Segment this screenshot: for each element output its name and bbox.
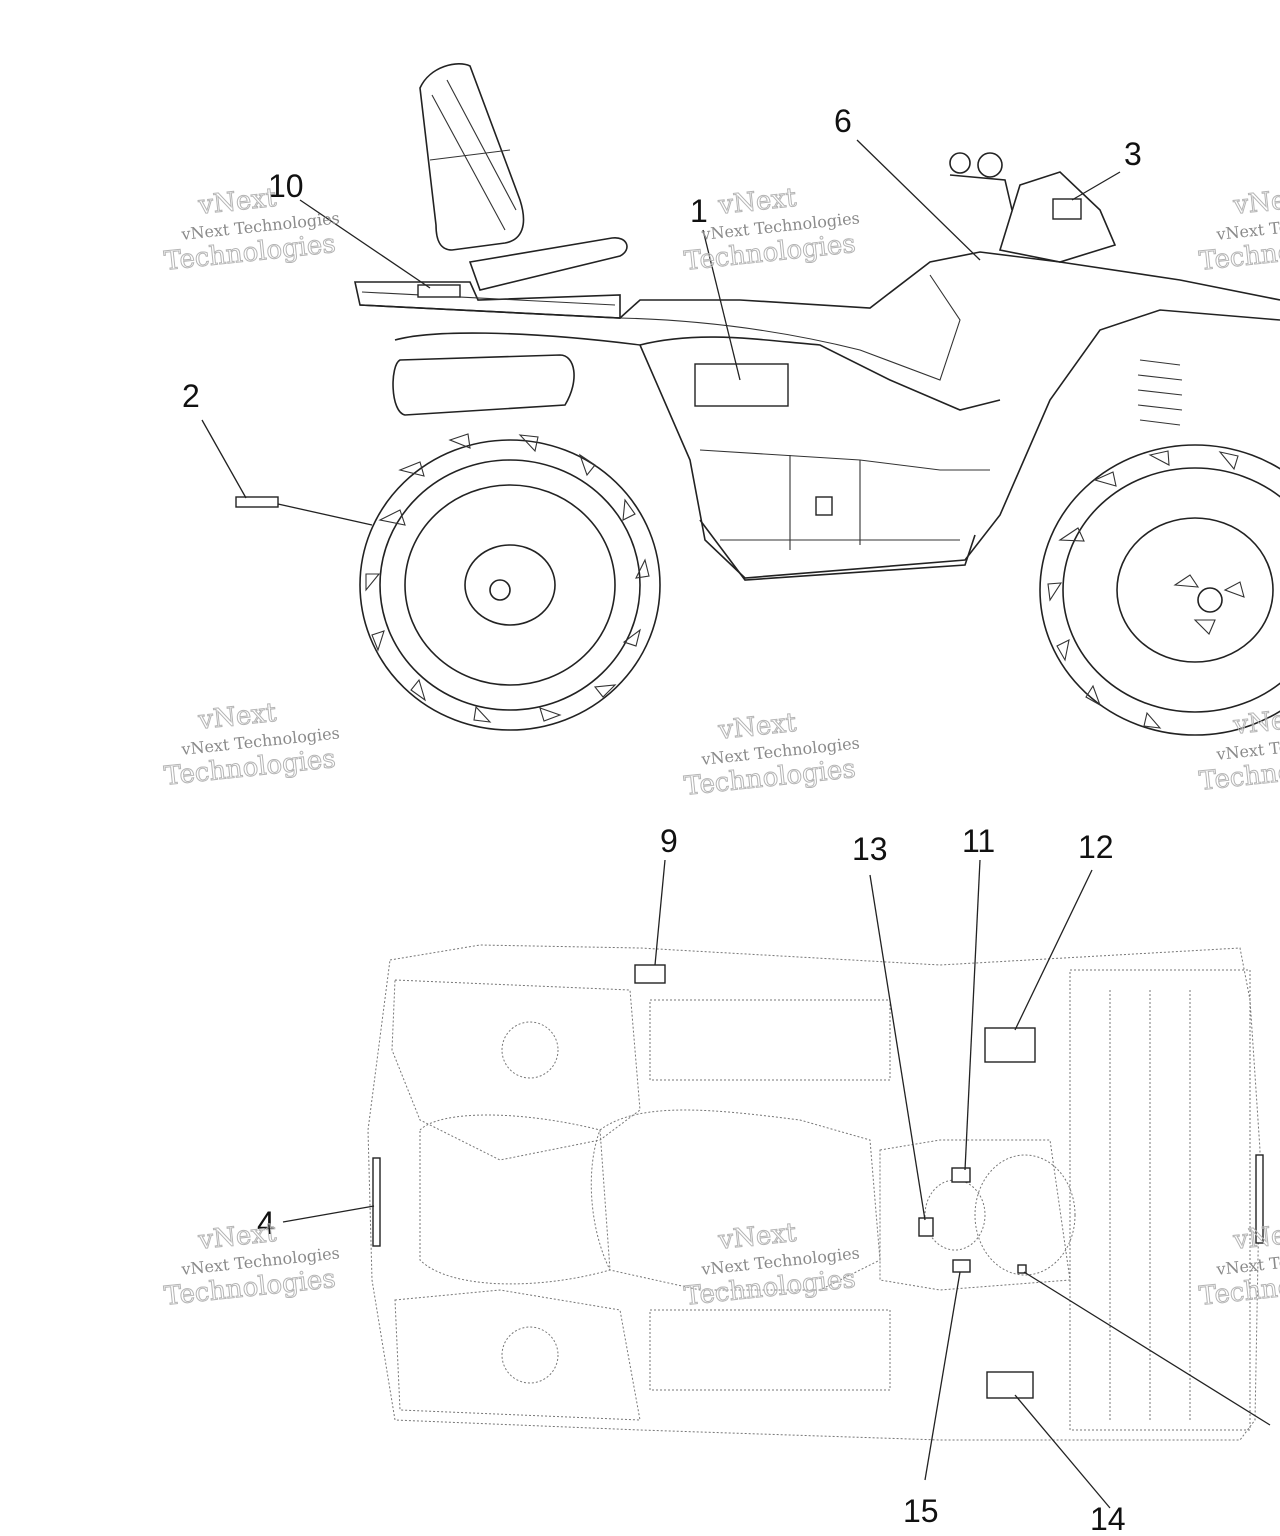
watermark: vNext vNext Technologies Technologies [682, 182, 860, 277]
decal-10-marker [417, 284, 461, 298]
watermark: vNext vNext Technologies Technologies [682, 1217, 860, 1312]
decal-2-marker [235, 496, 279, 508]
top-view-leaders [282, 859, 1271, 1509]
side-view-leaders [201, 139, 1121, 526]
svg-text:vNext: vNext [1231, 703, 1280, 741]
decal-12-marker [984, 1027, 1036, 1063]
callout-13: 13 [852, 831, 888, 867]
decal-15-marker [952, 1259, 971, 1273]
decal-1-marker [694, 363, 789, 407]
rear-grab-handle [468, 237, 628, 291]
body-panel [359, 251, 1280, 579]
small-panel-decal [815, 496, 833, 516]
watermark-group: vNext vNext Technologies Technologies vN… [162, 182, 1280, 1312]
seat-backrest [419, 63, 525, 251]
leader-10 [299, 199, 431, 289]
callout-4: 4 [257, 1205, 275, 1241]
callout-11: 11 [962, 823, 995, 859]
watermark: vNext vNext Technologies Technologies [162, 1217, 340, 1312]
leader-9 [654, 859, 666, 966]
footrest [699, 519, 976, 581]
top-outline [367, 944, 1261, 1441]
watermark: vNext vNext Technologies Technologies [682, 707, 860, 802]
callout-10: 10 [268, 168, 304, 204]
top-view [367, 944, 1264, 1441]
decal-14-marker [986, 1371, 1034, 1399]
decal-4-marker [372, 1157, 381, 1247]
callout-labels: 1 2 3 4 6 9 10 11 12 13 14 15 [182, 103, 1142, 1536]
callout-6: 6 [834, 103, 852, 139]
callout-1: 1 [690, 193, 708, 229]
leader-2a [201, 419, 247, 499]
watermark: vNext vNext Technologies Technologies [162, 697, 340, 792]
callout-2: 2 [182, 378, 200, 414]
callout-15: 15 [903, 1493, 939, 1529]
callout-3: 3 [1124, 136, 1142, 172]
leader-14 [1014, 1394, 1111, 1509]
watermark: vNext vNext Technologies Technologies [162, 182, 340, 277]
decal-3-marker [1052, 198, 1082, 220]
leader-2b [277, 503, 373, 526]
callout-12: 12 [1078, 829, 1114, 865]
decal-11-marker [951, 1167, 971, 1183]
front-spring [1137, 359, 1183, 426]
leader-15 [924, 1271, 961, 1481]
svg-text:vNext: vNext [1231, 1218, 1280, 1256]
callout-14: 14 [1090, 1501, 1126, 1536]
leader-12 [1014, 869, 1093, 1031]
muffler [392, 354, 575, 416]
front-fairing [949, 152, 1117, 263]
side-view [235, 63, 1280, 736]
front-wheel [1039, 444, 1280, 736]
rear-wheel [359, 433, 661, 731]
decal-13-marker [918, 1217, 934, 1237]
leader-3 [1071, 171, 1121, 201]
watermark: vNext vNext Technologies Technologies [1197, 1217, 1280, 1312]
leader-1 [702, 229, 741, 381]
front-side-decal-marker [1255, 1154, 1264, 1244]
decal-9-marker [634, 964, 666, 984]
leader-front-decal [1023, 1271, 1271, 1426]
leader-6 [856, 139, 981, 261]
small-top-decal [1017, 1264, 1027, 1274]
watermark: vNext vNext Technologies Technologies [1197, 182, 1280, 277]
leader-4 [282, 1205, 375, 1223]
leader-13 [869, 874, 926, 1221]
svg-text:vNext: vNext [1231, 183, 1280, 221]
callout-9: 9 [660, 823, 678, 859]
leader-11 [964, 859, 981, 1171]
